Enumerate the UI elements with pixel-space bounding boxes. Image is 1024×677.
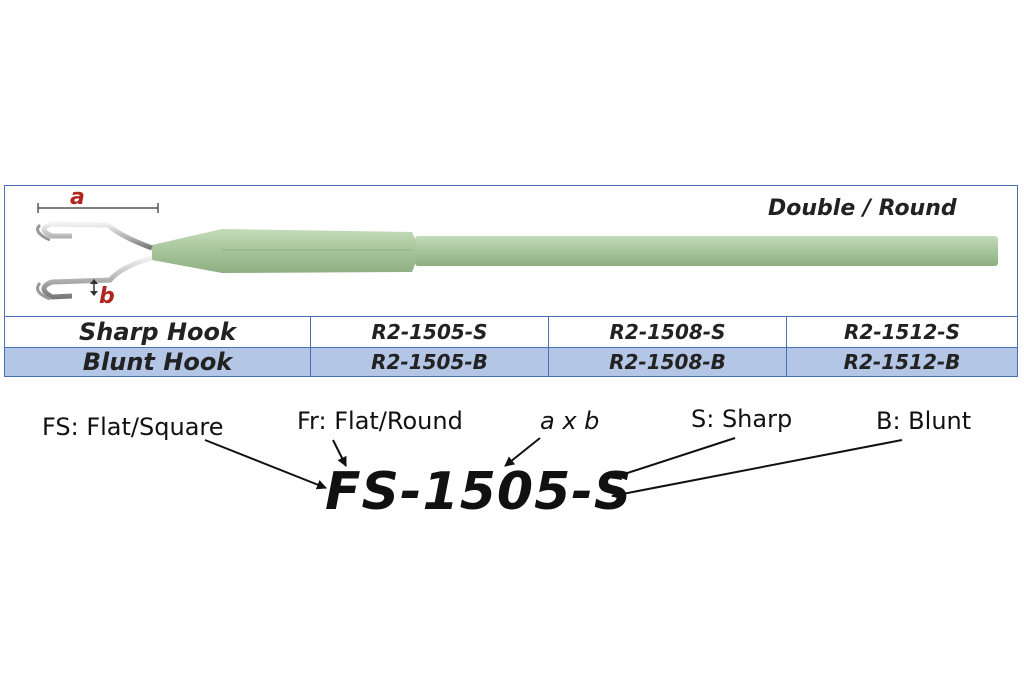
arrow-sharp xyxy=(611,437,736,480)
legend-axb: a x b xyxy=(540,407,600,435)
blunt-hook-row-background xyxy=(5,347,1017,376)
legend-sharp: S: Sharp xyxy=(691,405,793,433)
dimension-b-label: b xyxy=(99,284,115,309)
code-r2-1512-b: R2-1512-B xyxy=(843,350,961,374)
table-middle-divider xyxy=(4,347,1018,348)
arrow-fs xyxy=(204,439,327,490)
table-col-divider-3 xyxy=(786,316,787,377)
instrument-handle xyxy=(152,229,417,273)
instrument-shaft xyxy=(415,236,998,266)
code-r2-1505-s: R2-1505-S xyxy=(371,319,488,344)
code-r2-1505-b: R2-1505-B xyxy=(371,350,488,374)
arrow-axb xyxy=(504,437,541,467)
product-table-frame xyxy=(4,185,1018,377)
row-label-sharp-hook: Sharp Hook xyxy=(79,317,236,346)
dimension-a-label: a xyxy=(70,185,85,210)
lower-hook-prong xyxy=(41,255,153,300)
row-label-blunt-hook: Blunt Hook xyxy=(82,348,233,376)
table-top-divider xyxy=(4,316,1018,317)
legend-blunt: B: Blunt xyxy=(876,407,972,435)
code-r2-1508-s: R2-1508-S xyxy=(609,319,726,344)
arrow-blunt xyxy=(611,439,903,500)
legend-fs: FS: Flat/Square xyxy=(42,413,224,441)
product-title: Double / Round xyxy=(768,196,957,221)
example-part-code: FS-1505-S xyxy=(325,462,633,522)
code-r2-1508-b: R2-1508-B xyxy=(609,350,726,374)
code-r2-1512-s: R2-1512-S xyxy=(844,319,960,344)
arrow-fr xyxy=(332,439,347,467)
legend-fr: Fr: Flat/Round xyxy=(297,407,463,435)
table-col-divider-2 xyxy=(548,316,549,377)
upper-hook-prong xyxy=(41,221,153,251)
table-col-divider-1 xyxy=(310,316,311,377)
